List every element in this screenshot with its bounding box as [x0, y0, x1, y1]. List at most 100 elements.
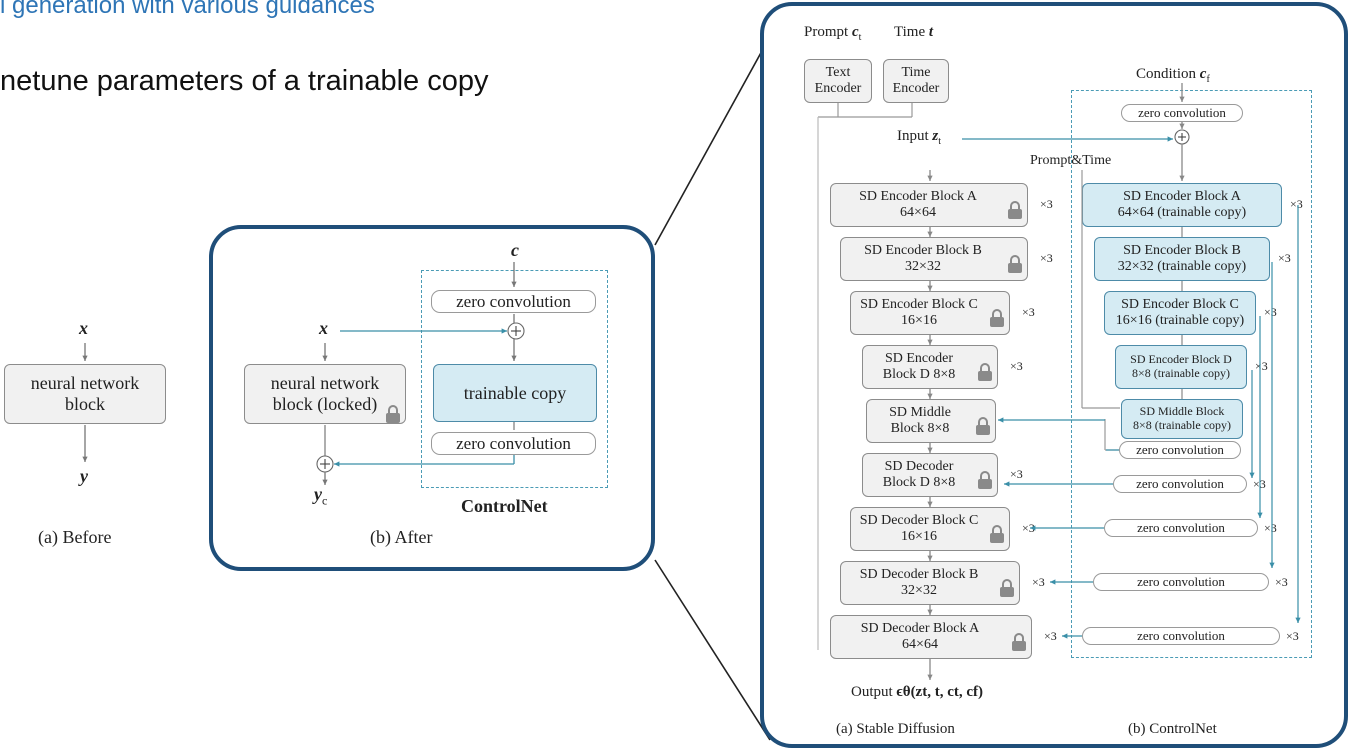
sd-block-name: SD Decoder Block C	[859, 512, 979, 528]
after-caption: (b) After	[370, 527, 433, 547]
after-zero-conv-top: zero convolution	[431, 290, 596, 313]
sd-block-res: 32×32	[901, 583, 937, 598]
cn-block-times: ×3	[1290, 197, 1303, 211]
detail-caption-cn: (b) ControlNet	[1128, 721, 1217, 737]
before-caption: (a) Before	[38, 527, 112, 547]
cn-block-name: SD Encoder Block C	[1121, 296, 1239, 312]
after-output-label: yc	[314, 484, 328, 508]
sd-block-name: SD Encoder	[884, 350, 954, 366]
zero-conv-times: ×3	[1264, 521, 1277, 535]
sd-block-times: ×3	[1040, 251, 1053, 265]
cn-block-res: 64×64 (trainable copy)	[1117, 205, 1247, 220]
sd-block-times: ×3	[1022, 521, 1035, 535]
after-controlnet-label: ControlNet	[461, 496, 548, 516]
sd-block-name: SD Decoder	[884, 458, 954, 474]
sd-lock-icon	[990, 309, 1004, 327]
cn-zero-conv-5: zero convolution	[1082, 627, 1280, 645]
cn-block-res: 32×32 (trainable copy)	[1117, 259, 1247, 274]
sd-block-times: ×3	[1010, 359, 1023, 373]
sd-lock-icon	[1008, 201, 1022, 219]
cn-zero-conv-4: zero convolution	[1093, 573, 1269, 591]
sd-block-times: ×3	[1022, 305, 1035, 319]
after-lock-icon	[386, 405, 400, 423]
sd-block-res: Block D 8×8	[882, 475, 956, 490]
sd-block-res: 16×16	[901, 313, 937, 328]
sd-block-name: SD Encoder Block A	[859, 188, 977, 204]
sd-lock-icon	[1008, 255, 1022, 273]
after-input-label: x	[319, 318, 328, 338]
sd-block-res: 64×64	[900, 205, 936, 220]
detail-prompt-label: Prompt ct	[804, 24, 862, 43]
cn-zero-conv-1: zero convolution	[1119, 441, 1241, 459]
zero-conv-times: ×3	[1253, 477, 1266, 491]
after-output-sub: c	[322, 493, 328, 508]
sd-block-name: SD Middle	[889, 404, 951, 420]
detail-text-encoder: Text Encoder	[804, 59, 872, 103]
sd-block-name: SD Encoder Block C	[860, 296, 978, 312]
after-locked-block: neural network block (locked)	[244, 364, 406, 424]
before-input-label: x	[79, 318, 88, 338]
sd-lock-icon	[990, 525, 1004, 543]
detail-condition-label: Condition cf	[1136, 66, 1210, 85]
cn-block-times: ×3	[1264, 305, 1277, 319]
detail-zero-conv-input: zero convolution	[1121, 104, 1243, 122]
cn-block-name: SD Encoder Block A	[1123, 188, 1241, 204]
sd-lock-icon	[978, 471, 992, 489]
detail-output-label: Output ϵθ(zt, t, ct, cf)	[851, 684, 984, 700]
cn-zero-conv-3: zero convolution	[1104, 519, 1258, 537]
sd-block-times: ×3	[1010, 467, 1023, 481]
sd-block-res: 64×64	[902, 637, 938, 652]
detail-caption-sd: (a) Stable Diffusion	[836, 721, 955, 737]
sd-block-name: SD Decoder Block B	[859, 566, 979, 582]
sd-block-name: SD Encoder Block B	[864, 242, 982, 258]
sd-block-res: 32×32	[905, 259, 941, 274]
cn-block-times: ×3	[1278, 251, 1291, 265]
sd-block-res: Block 8×8	[890, 421, 950, 436]
sd-block-res: Block D 8×8	[882, 367, 956, 382]
slide-bullet: netune parameters of a trainable copy	[0, 65, 489, 97]
after-zero-conv-bottom: zero convolution	[431, 432, 596, 455]
cn-block-res: 8×8 (trainable copy)	[1131, 366, 1231, 380]
cn-block-res: 16×16 (trainable copy)	[1115, 313, 1245, 328]
sd-lock-icon	[976, 417, 990, 435]
cn-block-name: SD Encoder Block D	[1130, 352, 1232, 367]
after-condition-label: c	[511, 240, 519, 260]
sd-block-name: SD Decoder Block A	[860, 620, 980, 636]
cn-block-res: 8×8 (trainable copy)	[1132, 418, 1232, 432]
slide-subtitle: l generation with various guidances	[0, 0, 375, 19]
detail-prompt-time-label: Prompt&Time	[1030, 153, 1112, 168]
sd-lock-icon	[1000, 579, 1014, 597]
cn-block-times: ×3	[1255, 359, 1268, 373]
detail-controlnet-region	[1071, 90, 1312, 658]
sd-block-times: ×3	[1044, 629, 1057, 643]
cn-block-name: SD Encoder Block B	[1123, 242, 1241, 258]
zero-conv-times: ×3	[1286, 629, 1299, 643]
cn-zero-conv-2: zero convolution	[1113, 475, 1247, 493]
sd-lock-icon	[1012, 633, 1026, 651]
sd-block-res: 16×16	[901, 529, 937, 544]
zero-conv-times: ×3	[1275, 575, 1288, 589]
sd-lock-icon	[978, 363, 992, 381]
before-nn-block: neural network block	[4, 364, 166, 424]
cn-block-name: SD Middle Block	[1139, 404, 1225, 419]
detail-input-label: Input zt	[897, 128, 942, 147]
detail-time-label: Time t	[894, 24, 934, 40]
sd-block-times: ×3	[1040, 197, 1053, 211]
sd-block-times: ×3	[1032, 575, 1045, 589]
